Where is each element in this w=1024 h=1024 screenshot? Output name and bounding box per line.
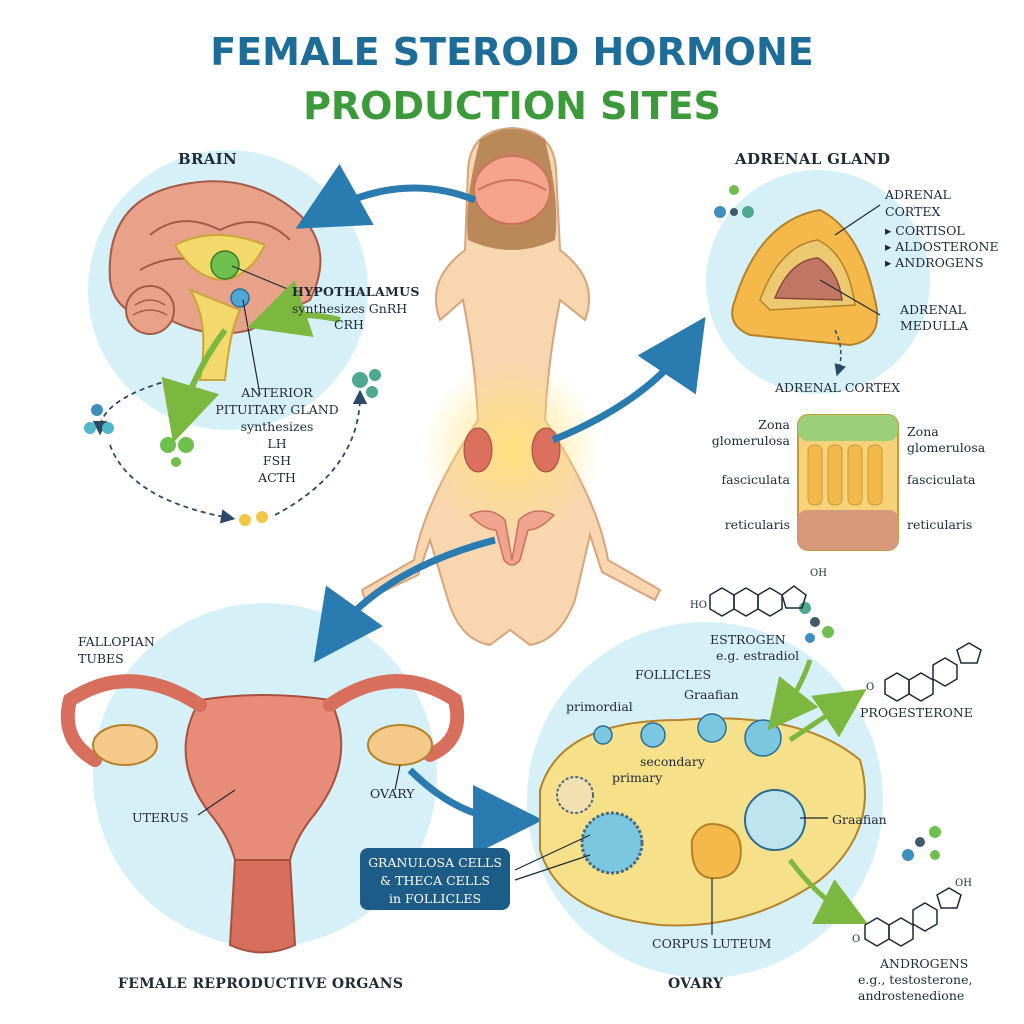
cortex-hormone-androgens: ▸ ANDROGENS: [885, 255, 984, 270]
graafian-top-label: Graafian: [684, 687, 739, 702]
hypothalamus-marker: [210, 250, 240, 280]
ovary-detail-illustration: [539, 713, 866, 927]
body-uterus-icon: [468, 510, 556, 566]
primary-label: primary: [612, 770, 663, 785]
estrogen-structure-icon: [709, 585, 807, 617]
pituitary-line2: PITUITARY GLAND: [215, 402, 339, 417]
arrow-body-to-brain: [295, 163, 477, 229]
title-line-2: PRODUCTION SITES: [303, 84, 721, 128]
adrenal-heading: ADRENAL GLAND: [735, 150, 891, 168]
androgens-example-1: e.g., testosterone,: [858, 972, 973, 987]
brain-heading: BRAIN: [178, 150, 238, 168]
pituitary-line3: synthesizes: [240, 419, 314, 434]
body-brain-icon: [473, 155, 551, 225]
zona-right-2: glomerulosa: [907, 440, 986, 455]
reproductive-caption: FEMALE REPRODUCTIVE ORGANS: [118, 976, 404, 992]
arrow-progesterone-out: [788, 688, 867, 743]
cortex-hormone-aldosterone: ▸ ALDOSTERONE: [885, 239, 999, 254]
arrow-ovary-to-detail: [407, 767, 543, 855]
zona-right-1: Zona: [907, 424, 939, 439]
arrow-androgens-out: [788, 858, 868, 924]
androgens-oh: OH: [955, 878, 972, 889]
adrenal-cortex-label-1: ADRENAL: [885, 187, 951, 202]
progesterone-structure-icon: [884, 642, 982, 702]
ovary-label: OVARY: [370, 786, 415, 801]
adrenal-cortex-heading: ADRENAL CORTEX: [775, 380, 901, 395]
hypothalamus-label: HYPOTHALAMUS: [292, 284, 420, 299]
arrow-estrogen-in: [767, 659, 819, 731]
adrenal-cortex-detail: [797, 414, 899, 551]
estrogen-example: e.g. estradiol: [716, 648, 800, 663]
arrow-hormone-out: [161, 328, 228, 443]
androgens-o: O: [852, 934, 861, 945]
zona-left-2: glomerulosa: [711, 433, 790, 448]
body-figure: [360, 126, 662, 647]
follicles-label: FOLLICLES: [635, 667, 712, 682]
adrenal-cortex-label-2: CORTEX: [885, 204, 941, 219]
fasciculata-right: fasciculata: [907, 472, 976, 487]
uterus-illustration: [60, 674, 465, 954]
body-kidney-right-icon: [531, 427, 561, 473]
estrogen-oh: OH: [810, 568, 827, 579]
primordial-label: primordial: [566, 699, 633, 714]
arrow-body-to-adrenal: [551, 316, 706, 444]
body-kidney-left-icon: [463, 427, 493, 473]
reticularis-left: reticularis: [724, 517, 790, 532]
pituitary-marker: [230, 288, 250, 308]
uterus-label: UTERUS: [132, 810, 189, 825]
ovary-caption: OVARY: [668, 976, 724, 992]
pituitary-hormone: LH: [267, 436, 287, 451]
progesterone-label: PROGESTERONE: [860, 705, 973, 720]
adrenal-medulla-label-2: MEDULLA: [900, 318, 969, 333]
estrogen-label: ESTROGEN: [710, 632, 786, 647]
fasciculata-left: fasciculata: [721, 472, 790, 487]
title-line-1: FEMALE STEROID HORMONE: [210, 30, 814, 74]
estrogen-ho: HO: [690, 600, 707, 611]
arrow-hormone-in: [247, 280, 341, 338]
pituitary-line1: ANTERIOR: [241, 385, 313, 400]
corpus-luteum-label: CORPUS LUTEUM: [652, 936, 772, 951]
androgens-label: ANDROGENS: [880, 956, 969, 971]
androgens-example-2: androstenedione: [858, 988, 965, 1003]
adrenal-medulla-label-1: ADRENAL: [900, 302, 966, 317]
granulosa-callout: GRANULOSA CELLS & THECA CELLS in FOLLICL…: [360, 848, 510, 910]
androgen-structure-icon: [864, 887, 962, 947]
zona-left-1: Zona: [758, 417, 790, 432]
adrenal-gland-illustration: [731, 208, 879, 347]
cortex-hormone-cortisol: ▸ CORTISOL: [885, 223, 965, 238]
secondary-label: secondary: [640, 754, 705, 769]
graafian-right-label: Graafian: [832, 812, 887, 827]
progesterone-o: O: [866, 682, 875, 693]
reticularis-right: reticularis: [907, 517, 973, 532]
fallopian-label-2: TUBES: [78, 651, 124, 666]
pituitary-hormone: ACTH: [258, 470, 296, 485]
fallopian-label-1: FALLOPIAN: [78, 634, 155, 649]
hypothalamus-line2: synthesizes GnRH: [292, 301, 408, 316]
hypothalamus-line3: CRH: [334, 317, 364, 332]
pituitary-hormone: FSH: [262, 453, 292, 468]
arrow-body-to-reproductive: [313, 536, 496, 663]
